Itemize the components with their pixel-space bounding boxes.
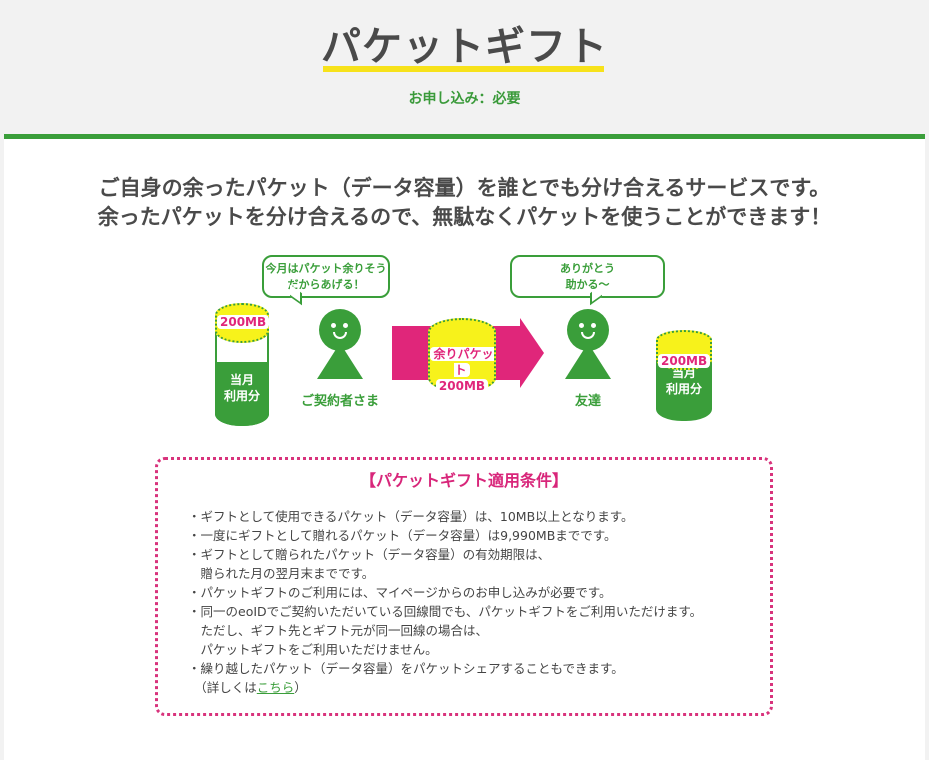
condition-item: ・ギフトとして贈られたパケット（データ容量）の有効期限は、 xyxy=(188,547,551,562)
gift-cylinder: 余りパケット 200MB xyxy=(428,318,496,393)
friend-speech-bubble: ありがとう 助かる〜 xyxy=(510,255,665,298)
condition-item: ・一度にギフトとして贈れるパケット（データ容量）は9,990MBまでです。 xyxy=(188,528,617,543)
condition-item: ・パケットギフトのご利用には、マイページからのお申し込みが必要です。 xyxy=(188,585,612,600)
condition-item: ・繰り越したパケット（データ容量）をパケットシェアすることもできます。 xyxy=(188,661,624,676)
usage-label-2: 利用分 xyxy=(665,382,702,396)
friend-body xyxy=(565,343,611,379)
sender-label: ご契約者さま xyxy=(300,394,379,409)
lead-line-2: 余ったパケットを分け合えるので、無駄なくパケットを使うことができます！ xyxy=(97,205,832,229)
details-link[interactable]: こちら xyxy=(256,680,295,695)
left-amount: 200MB xyxy=(217,315,270,329)
condition-item: ・同一のeoIDでご契約いただいている回線間でも、パケットギフトをご利用いただけ… xyxy=(188,604,703,619)
sender-speech-bubble: 今月はパケット余りそう だからあげる！ xyxy=(262,255,390,298)
lead-line-1: ご自身の余ったパケット（データ容量）を誰とでも分け合えるサービスです。 xyxy=(98,176,831,200)
usage-label-2: 利用分 xyxy=(223,389,260,403)
condition-item: ・ギフトとして使用できるパケット（データ容量）は、10MB以上となります。 xyxy=(188,509,634,524)
usage-label-1: 当月 xyxy=(229,373,254,387)
right-cylinder-top: 200MB xyxy=(656,330,712,370)
condition-detail: （詳しくはこちら） xyxy=(188,678,702,697)
conditions-box xyxy=(155,457,773,716)
bubble-text: ありがとう xyxy=(560,262,615,275)
condition-item: ただし、ギフト先とギフト元が同一回線の場合は、 xyxy=(188,623,489,638)
application-required-label: お申し込み：必要 xyxy=(408,91,521,107)
sender-body xyxy=(317,343,363,379)
condition-item: パケットギフトをご利用いただけません。 xyxy=(188,642,438,657)
conditions-title: 【パケットギフト適用条件】 xyxy=(359,471,568,490)
bubble-text: 今月はパケット余りそう xyxy=(265,262,387,275)
conditions-list: ・ギフトとして使用できるパケット（データ容量）は、10MB以上となります。 ・一… xyxy=(188,507,702,697)
detail-prefix: （詳しくは xyxy=(188,680,257,695)
title-underline xyxy=(323,66,604,72)
left-cylinder-top: 200MB xyxy=(215,303,270,343)
bubble-text: 助かる〜 xyxy=(565,278,610,291)
divider xyxy=(4,134,925,139)
arrow-head-icon xyxy=(520,318,544,388)
friend-label: 友達 xyxy=(574,394,601,409)
gift-amount: 200MB xyxy=(435,379,489,393)
right-amount: 200MB xyxy=(658,354,711,368)
gift-label: 余りパケット xyxy=(430,347,494,377)
page-title: パケットギフト xyxy=(321,24,608,70)
detail-suffix: ） xyxy=(294,680,307,695)
left-cylinder-usage: 当月 利用分 xyxy=(215,362,269,426)
bubble-text: だからあげる！ xyxy=(287,278,365,291)
condition-item: 贈られた月の翌月末までです。 xyxy=(188,566,375,581)
